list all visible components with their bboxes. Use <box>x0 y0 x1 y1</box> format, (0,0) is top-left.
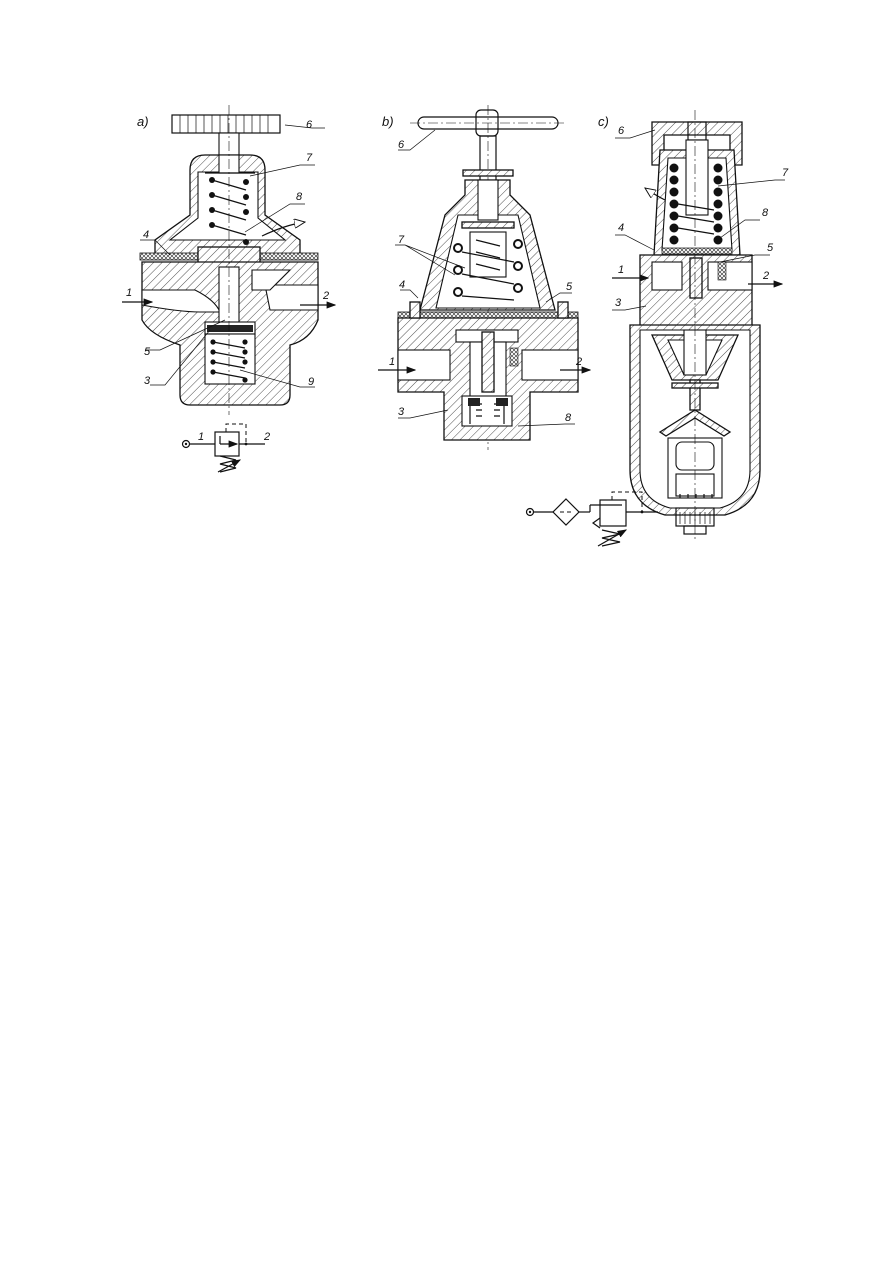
symbol-a-port-2: 2 <box>263 431 270 443</box>
callout-c-8: 8 <box>762 207 769 219</box>
callout-b-2: 2 <box>575 356 582 368</box>
callout-a-6: 6 <box>306 119 313 131</box>
panel-label-b: b) <box>382 114 394 129</box>
figure-c-filter-regulator: c) <box>525 110 789 547</box>
callout-c-6: 6 <box>618 125 625 137</box>
callout-a-7: 7 <box>306 152 313 164</box>
symbol-a-regulator: 1 2 <box>181 423 270 473</box>
symbol-c-filter-regulator <box>525 491 658 547</box>
spring-7-pair <box>453 239 523 301</box>
callout-a-2: 2 <box>322 290 329 302</box>
callout-b-5: 5 <box>566 281 573 293</box>
callout-b-6: 6 <box>398 139 405 151</box>
callout-c-3: 3 <box>615 297 622 309</box>
callout-b-3: 3 <box>398 406 405 418</box>
callout-b-7: 7 <box>398 234 405 246</box>
callout-a-8: 8 <box>296 191 303 203</box>
callout-a-9: 9 <box>308 376 314 388</box>
panel-label-c: c) <box>598 114 609 129</box>
callout-b-8: 8 <box>565 412 572 424</box>
callout-b-4: 4 <box>399 279 405 291</box>
symbol-a-port-1: 1 <box>198 431 204 443</box>
callout-a-3: 3 <box>144 375 151 387</box>
callout-a-5: 5 <box>144 346 151 358</box>
callout-b-1: 1 <box>389 356 395 368</box>
callout-c-4: 4 <box>618 222 624 234</box>
callout-c-1: 1 <box>618 264 624 276</box>
callout-c-5: 5 <box>767 242 774 254</box>
callout-a-1: 1 <box>126 287 132 299</box>
callout-c-2: 2 <box>762 270 769 282</box>
figure-a-direct-regulator: a) <box>122 105 337 473</box>
callout-c-7: 7 <box>782 167 789 179</box>
figure-b-pilot-regulator: b) <box>378 105 592 450</box>
panel-label-a: a) <box>137 114 149 129</box>
callout-a-4: 4 <box>143 229 149 241</box>
